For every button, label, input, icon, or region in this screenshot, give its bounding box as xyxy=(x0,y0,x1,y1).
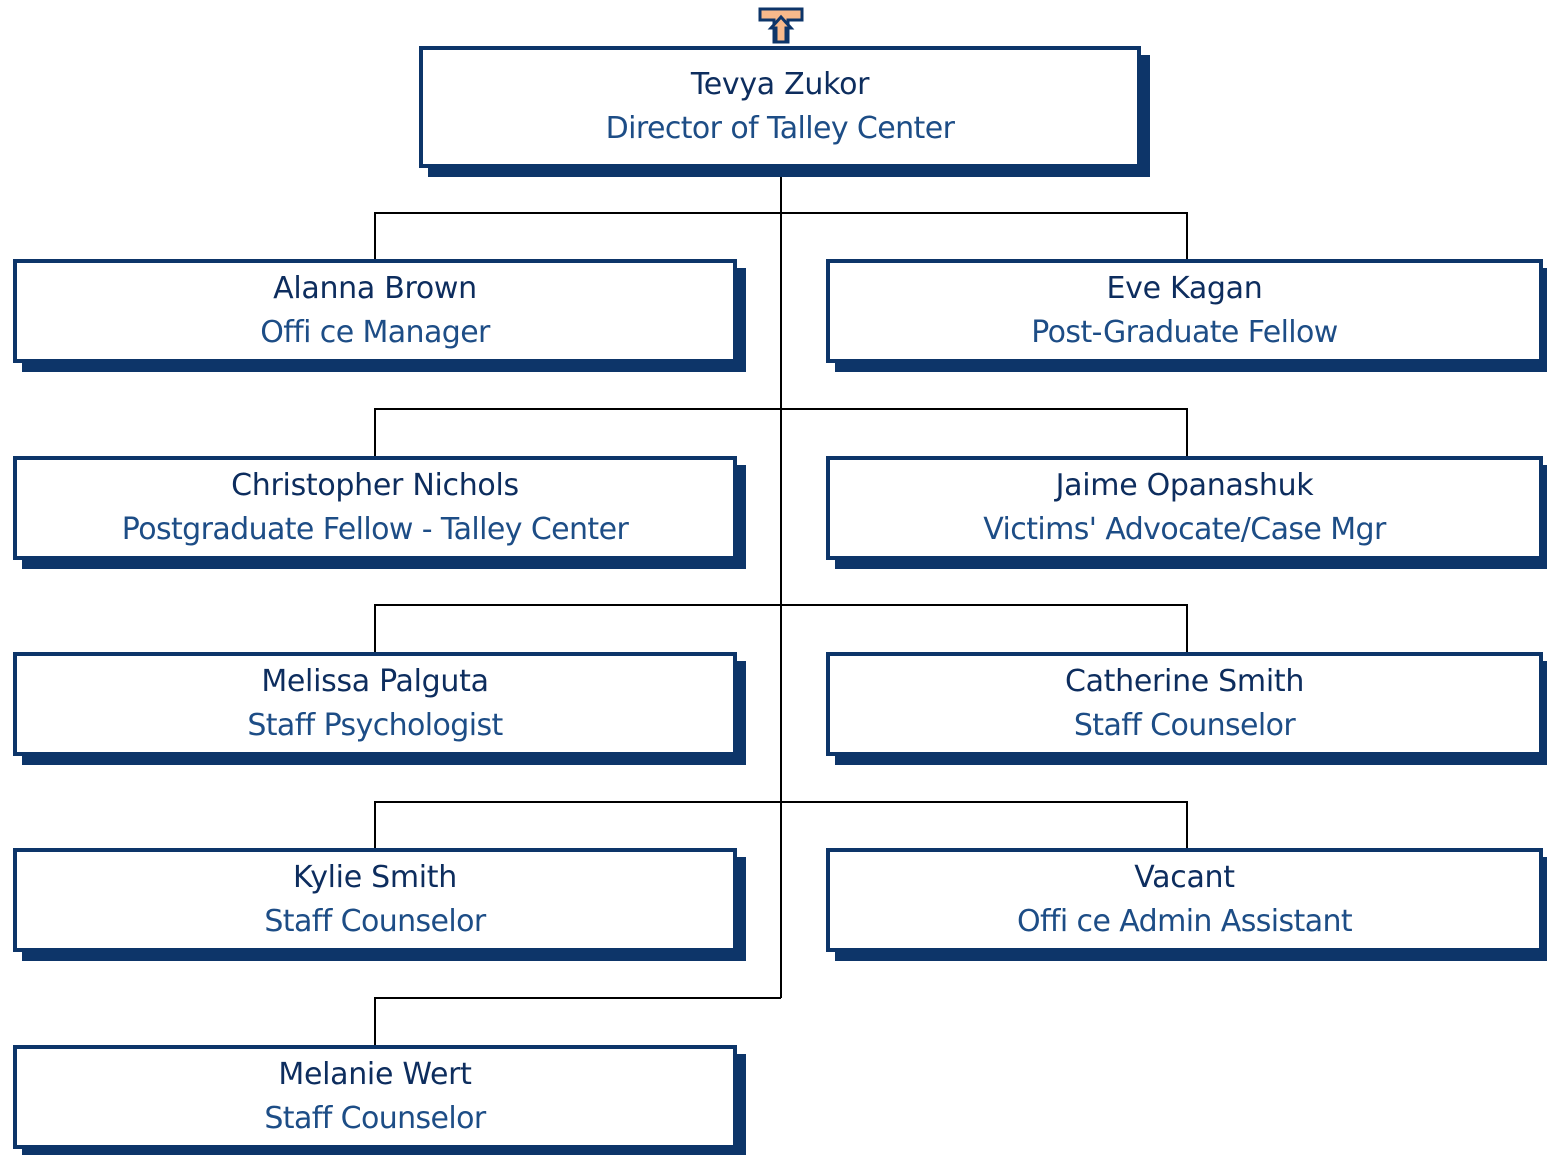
connector-row-2 xyxy=(374,408,1188,456)
node-name: Christopher Nichols xyxy=(231,468,519,503)
org-node-kylie-smith[interactable]: Kylie Smith Staff Counselor xyxy=(13,848,737,952)
node-name: Catherine Smith xyxy=(1064,664,1305,699)
org-node-catherine-smith[interactable]: Catherine Smith Staff Counselor xyxy=(826,652,1543,756)
node-name: Tevya Zukor xyxy=(690,67,870,102)
org-node-christopher-nichols[interactable]: Christopher Nichols Postgraduate Fellow … xyxy=(13,456,737,560)
node-title: Staff Psychologist xyxy=(247,708,503,743)
up-arrow-icon[interactable] xyxy=(758,6,804,46)
node-name: Alanna Brown xyxy=(273,271,477,306)
org-node-jaime-opanashuk[interactable]: Jaime Opanashuk Victims' Advocate/Case M… xyxy=(826,456,1543,560)
org-node-melanie-wert[interactable]: Melanie Wert Staff Counselor xyxy=(13,1045,737,1149)
org-node-melissa-palguta[interactable]: Melissa Palguta Staff Psychologist xyxy=(13,652,737,756)
node-title: Postgraduate Fellow - Talley Center xyxy=(121,512,629,547)
node-title: Director of Talley Center xyxy=(605,111,955,146)
connector-row-5 xyxy=(374,997,781,1045)
node-title: Post-Graduate Fellow xyxy=(1031,315,1338,350)
node-name: Kylie Smith xyxy=(293,860,457,895)
node-title: Staff Counselor xyxy=(1073,708,1296,743)
org-node-alanna-brown[interactable]: Alanna Brown Offi ce Manager xyxy=(13,259,737,363)
org-node-eve-kagan[interactable]: Eve Kagan Post-Graduate Fellow xyxy=(826,259,1543,363)
org-node-vacant[interactable]: Vacant Offi ce Admin Assistant xyxy=(826,848,1543,952)
node-name: Eve Kagan xyxy=(1106,271,1263,306)
node-title: Offi ce Admin Assistant xyxy=(1016,904,1353,939)
org-node-director[interactable]: Tevya Zukor Director of Talley Center xyxy=(419,46,1141,168)
node-title: Staff Counselor xyxy=(264,1101,486,1136)
connector-row-3 xyxy=(374,604,1188,652)
connector-row-4 xyxy=(374,801,1188,848)
node-name: Jaime Opanashuk xyxy=(1055,468,1314,503)
node-name: Vacant xyxy=(1134,860,1235,895)
connector-row-1 xyxy=(374,212,1188,259)
node-name: Melissa Palguta xyxy=(261,664,489,699)
node-name: Melanie Wert xyxy=(278,1057,472,1092)
node-title: Staff Counselor xyxy=(264,904,486,939)
node-title: Offi ce Manager xyxy=(260,315,490,350)
node-title: Victims' Advocate/Case Mgr xyxy=(983,512,1386,547)
